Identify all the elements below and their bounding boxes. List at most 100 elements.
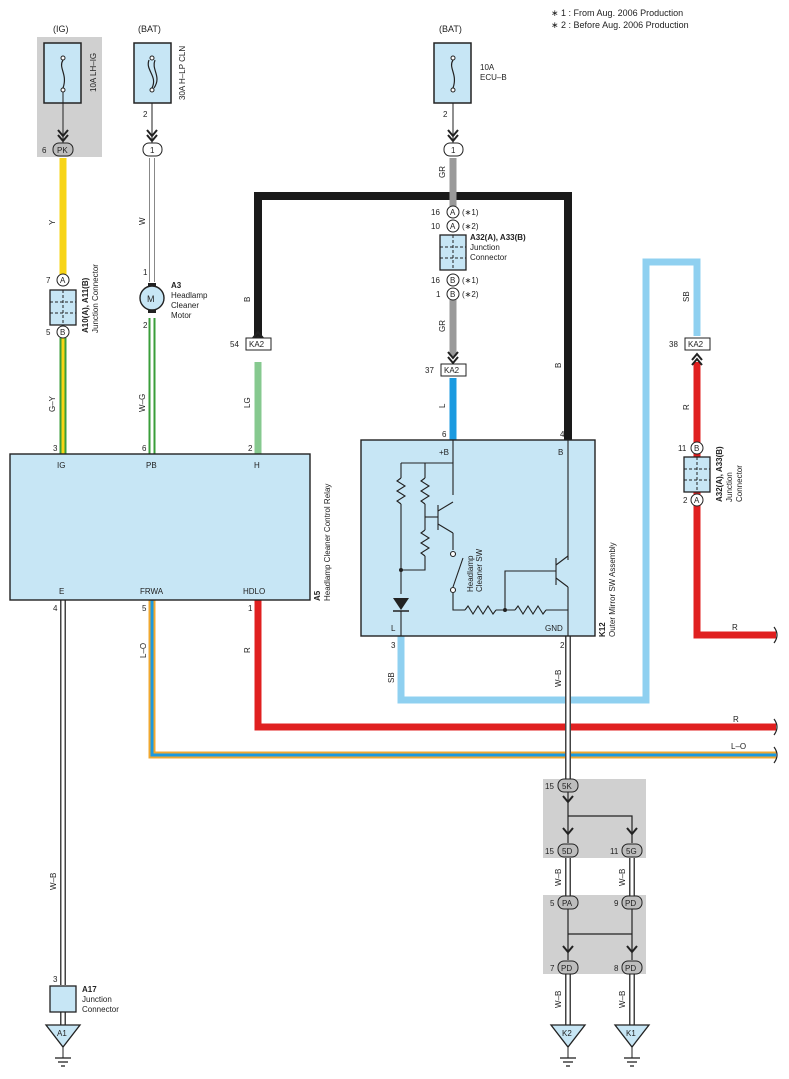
label-wb2: W–B xyxy=(49,873,58,890)
svg-text:PK: PK xyxy=(57,146,68,155)
svg-text:A: A xyxy=(450,208,456,217)
a3-name-3: Motor xyxy=(171,311,192,320)
pin-6-pk: 6 xyxy=(42,146,47,155)
pin-4-e: 4 xyxy=(53,604,58,613)
note-2: ∗ 2 : Before Aug. 2006 Production xyxy=(551,20,689,30)
label-r1: R xyxy=(682,404,691,410)
relay-pin-e: E xyxy=(59,587,64,596)
pin-1-b: 1 xyxy=(436,290,441,299)
fuse-lh-ig: (IG) 10A LH–IG xyxy=(43,24,98,145)
label-wb5: W–B xyxy=(554,991,563,1008)
relay-pin-frwa: FRWA xyxy=(140,587,164,596)
a17-id: A17 xyxy=(82,985,97,994)
pin-7-pd: 7 xyxy=(550,964,555,973)
fuse-ecu-b: (BAT) 10A ECU–B 2 xyxy=(433,24,507,145)
svg-text:K2: K2 xyxy=(562,1029,572,1038)
pin-2-ecu: 2 xyxy=(443,110,448,119)
svg-text:1: 1 xyxy=(451,146,456,155)
k12-pin-b: B xyxy=(558,448,563,457)
pin-54: 54 xyxy=(230,340,239,349)
a32-name-1: Junction xyxy=(470,243,500,252)
svg-text:PD: PD xyxy=(625,899,636,908)
label-l: L xyxy=(438,403,447,408)
source-bat-1: (BAT) xyxy=(138,24,161,34)
label-wb1: W–B xyxy=(554,670,563,687)
connector-pk: PK 6 xyxy=(42,142,74,157)
a32-name-2: Connector xyxy=(470,253,507,262)
junction-a32-a33-center: A 16 (∗1) A 10 (∗2) B 16 (∗1) B 1 (∗2) A… xyxy=(431,205,526,301)
svg-text:PD: PD xyxy=(625,964,636,973)
svg-text:5K: 5K xyxy=(562,782,572,791)
fuse-hlp-cln: (BAT) 30A H–LP CLN 2 xyxy=(133,24,187,145)
svg-text:KA2: KA2 xyxy=(249,340,265,349)
pin-2-h: 2 xyxy=(248,444,253,453)
connector-pd-1: PD 9 xyxy=(614,895,643,910)
connector-pd-3: PD 8 xyxy=(614,960,643,975)
svg-text:KA2: KA2 xyxy=(688,340,704,349)
ground-k2: K2 xyxy=(549,1024,587,1067)
wire-w-b-ground xyxy=(60,974,635,1025)
label-b2: B xyxy=(554,363,563,368)
note-1: ∗ 1 : From Aug. 2006 Production xyxy=(551,8,684,18)
a17-name-2: Connector xyxy=(82,1005,119,1014)
pin-5: 5 xyxy=(46,328,51,337)
a17-name-1: Junction xyxy=(82,995,112,1004)
fuse-lh-ig-label: 10A LH–IG xyxy=(89,53,98,92)
svg-text:5G: 5G xyxy=(626,847,637,856)
pin-16-b: 16 xyxy=(431,276,440,285)
motor-a3: 1 M 2 A3 Headlamp Cleaner Motor xyxy=(139,268,208,330)
label-sb1: SB xyxy=(682,291,691,302)
sw-name-2: Cleaner SW xyxy=(475,548,484,592)
label-lo2: L–O xyxy=(731,742,746,751)
pin-11: 11 xyxy=(678,444,687,453)
pin-1-motor: 1 xyxy=(143,268,148,277)
connector-pa: PA 5 xyxy=(550,895,579,910)
label-r4: R xyxy=(733,715,739,724)
wire-labels: Y W G–Y W–G B LG GR GR L B SB R R R SB L… xyxy=(48,166,746,1008)
a5-name: Headlamp Cleaner Control Relay xyxy=(323,484,332,601)
junction-a17: 3 A17 Junction Connector xyxy=(49,975,119,1014)
label-sb2: SB xyxy=(387,672,396,683)
pin-5-pa: 5 xyxy=(550,899,555,908)
pin-15-5k: 15 xyxy=(545,782,554,791)
ground-k1: K1 xyxy=(613,1024,651,1067)
label-lo1: L–O xyxy=(139,643,148,658)
svg-text:A: A xyxy=(450,222,456,231)
connector-1a: 1 xyxy=(142,142,163,157)
switch-k12: 6 4 +B B L GND 3 2 xyxy=(360,430,617,650)
pin-3-l: 3 xyxy=(391,641,396,650)
svg-text:B: B xyxy=(694,444,699,453)
label-wg: W–G xyxy=(138,394,147,412)
connector-1b: 1 xyxy=(443,142,464,157)
connector-ka2-37: KA2 37 xyxy=(425,363,467,377)
connector-ka2-54: KA2 54 xyxy=(230,337,272,351)
label-r3: R xyxy=(243,647,252,653)
junction-a10-a11: A 7 B 5 A10(A), A11(B) Junction Connecto… xyxy=(46,264,100,339)
svg-text:A: A xyxy=(60,276,66,285)
star-1a: (∗1) xyxy=(462,208,479,217)
pin-8-pd: 8 xyxy=(614,964,619,973)
production-notes: ∗ 1 : From Aug. 2006 Production ∗ 2 : Be… xyxy=(551,7,689,31)
a5-id: A5 xyxy=(313,590,322,601)
pin-9-pd: 9 xyxy=(614,899,619,908)
relay-pin-pb: PB xyxy=(146,461,157,470)
pin-3-ig: 3 xyxy=(53,444,58,453)
connector-5k: 5K 15 xyxy=(545,778,579,793)
fuse-hlp-cln-label: 30A H–LP CLN xyxy=(178,46,187,100)
relay-a5: 3 6 2 IG PB H E FRWA HDLO 4 5 1 A5 Headl… xyxy=(9,444,332,613)
a3-name-1: Headlamp xyxy=(171,291,208,300)
svg-text:B: B xyxy=(60,328,65,337)
connector-ka2-38: KA2 38 xyxy=(669,337,711,351)
a3-name-2: Cleaner xyxy=(171,301,199,310)
ground-a1: A1 xyxy=(44,1024,82,1067)
k12-pin-l: L xyxy=(391,624,396,633)
svg-text:A1: A1 xyxy=(57,1029,67,1038)
k12-name: Outer Mirror SW Assembly xyxy=(608,542,617,637)
relay-pin-hdlo: HDLO xyxy=(243,587,265,596)
pin-15-5d: 15 xyxy=(545,847,554,856)
motor-symbol: M xyxy=(147,294,155,304)
a10-name: Junction Connector xyxy=(91,264,100,333)
svg-text:B: B xyxy=(450,290,455,299)
label-lg: LG xyxy=(243,397,252,408)
